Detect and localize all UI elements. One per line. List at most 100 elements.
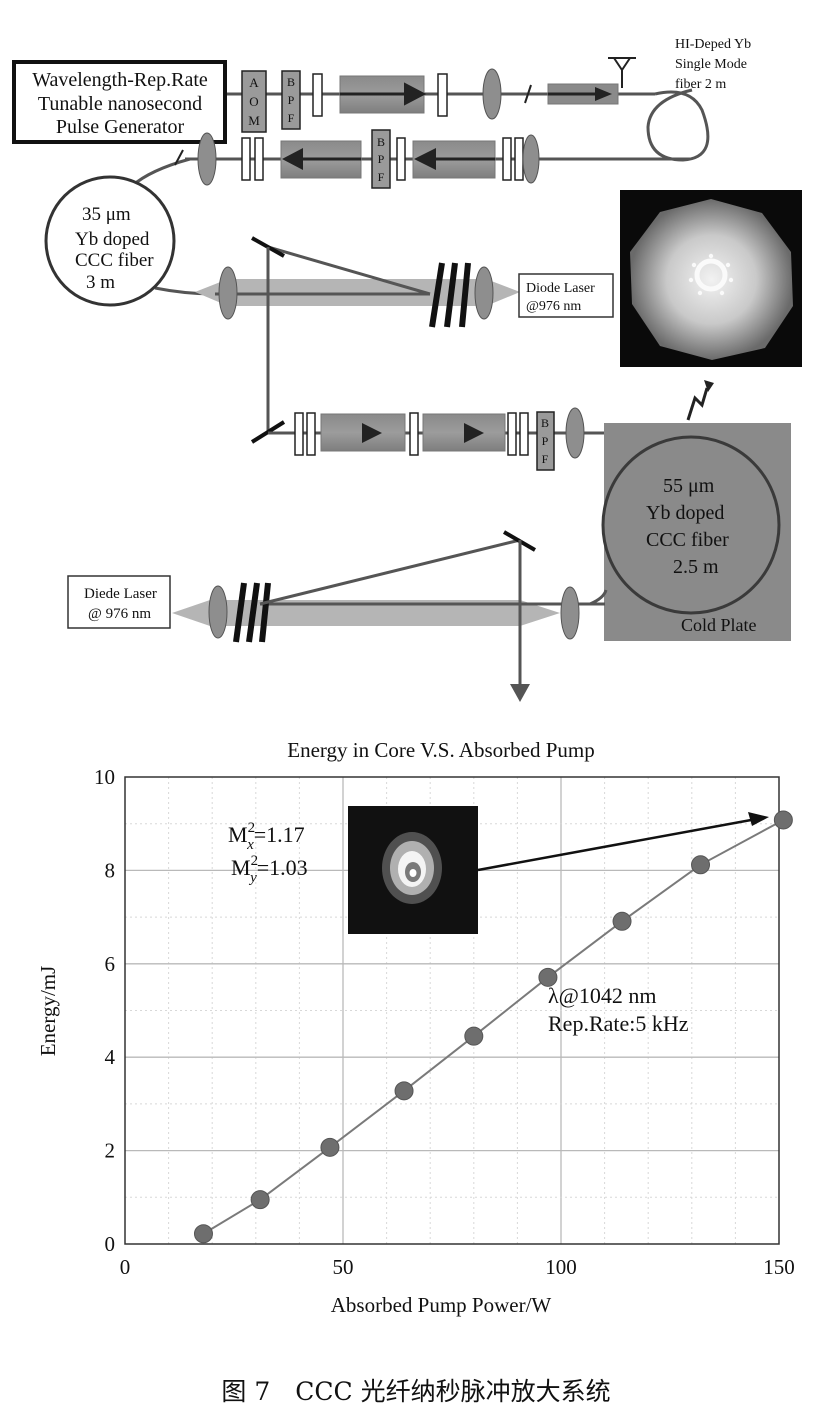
- bpf3-letter-3: F: [542, 452, 549, 466]
- aom-letter-2: O: [249, 94, 258, 109]
- aom-letter-3: M: [248, 113, 260, 128]
- y-tick-label: 6: [105, 952, 116, 976]
- cold-plate: [604, 423, 791, 641]
- dichroic-bottom: [233, 582, 271, 643]
- bpf-box-2: [371, 129, 391, 189]
- waveplate-3: [241, 137, 251, 181]
- figure-caption: 图 7 CCC 光纤纳秒脉冲放大系统: [221, 1377, 610, 1406]
- bpf2-letter-3: F: [378, 170, 385, 184]
- waveplate-8: [294, 412, 304, 456]
- fiber-end-2: [174, 149, 184, 166]
- lens-pump-top-1: [218, 266, 238, 320]
- lens-pump-top-2: [474, 266, 494, 320]
- y-tick-label: 8: [105, 858, 116, 882]
- data-point: [193, 1224, 213, 1244]
- waveplate-10: [409, 412, 419, 456]
- lens-row2-2: [522, 134, 540, 184]
- data-point: [464, 1026, 484, 1046]
- fiber-splice-symbol: [608, 57, 636, 88]
- bpf3-letter-1: B: [541, 416, 549, 430]
- arrow-left-1: [282, 148, 303, 170]
- generator-label-line-3: Pulse Generator: [56, 116, 185, 138]
- x-tick-label: 0: [120, 1255, 131, 1279]
- inset-pointer-arrow: [477, 816, 763, 872]
- rep-rate-annotation: Rep.Rate:5 kHz: [548, 1011, 689, 1036]
- generator-label-line-2: Tunable nanosecond: [38, 93, 202, 115]
- arrow-right-3: [362, 423, 382, 443]
- y-axis-label: Energy/mJ: [36, 966, 60, 1057]
- waveplate-6: [502, 137, 512, 181]
- data-point: [773, 810, 793, 830]
- pulse-generator-box: [12, 60, 227, 144]
- waveplate-9: [306, 412, 316, 456]
- pump-coupling-ray-top: [267, 245, 431, 296]
- sm-fiber-label-2: Single Mode: [675, 57, 747, 72]
- arrow-left-2: [414, 148, 436, 170]
- bpf2-letter-2: P: [378, 152, 385, 166]
- bpf3-letter-2: P: [542, 434, 549, 448]
- lens-top-1: [482, 68, 502, 120]
- series-energy: [193, 810, 793, 1244]
- arrow-right-4: [464, 423, 484, 443]
- diode-top-label-1: Diode Laser: [526, 281, 595, 296]
- output-arrow: [510, 684, 530, 702]
- waveplate-1: [312, 73, 323, 117]
- x-axis-label: Absorbed Pump Power/W: [331, 1293, 552, 1317]
- fiber-coil-55um: [601, 435, 781, 615]
- x-tick-label: 100: [545, 1255, 577, 1279]
- data-point: [250, 1190, 270, 1210]
- fiber55-label-1: 55 μm: [663, 475, 715, 497]
- optical-setup-diagram: Wavelength-Rep.Rate Tunable nanosecond P…: [12, 37, 802, 702]
- pump-coupling-ray-bottom: [259, 538, 521, 606]
- diode-top-label-2: @976 nm: [526, 299, 581, 314]
- cold-plate-label: Cold Plate: [681, 615, 757, 635]
- data-point: [691, 855, 711, 875]
- lens-pump-bottom-1: [208, 585, 228, 639]
- y-tick-label: 2: [105, 1139, 116, 1163]
- fiber35-label-3: CCC fiber: [75, 250, 154, 271]
- dichroic-top: [429, 262, 471, 328]
- waveplate-4: [254, 137, 264, 181]
- sm-fiber-label-1: HI-Deped Yb: [675, 37, 751, 52]
- fiber-coil-35um: [44, 175, 176, 307]
- output-squiggle: [686, 387, 709, 421]
- bpf-box-1: [281, 70, 301, 130]
- diode-bottom-label-1: Diede Laser: [84, 586, 157, 602]
- fiber35-label-1: 35 μm: [82, 204, 131, 225]
- bpf1-letter-1: B: [287, 75, 295, 89]
- bpf1-letter-2: P: [288, 93, 295, 107]
- y-tick-label: 0: [105, 1232, 116, 1256]
- generator-label-line-1: Wavelength-Rep.Rate: [32, 69, 208, 91]
- waveplate-2: [437, 73, 448, 117]
- x-tick-label: 50: [333, 1255, 354, 1279]
- diode-laser-bottom-box: [67, 575, 171, 629]
- chart-title: Energy in Core V.S. Absorbed Pump: [287, 738, 594, 762]
- waveplate-7: [514, 137, 524, 181]
- fiber55-label-4: 2.5 m: [673, 556, 719, 578]
- diode-bottom-label-2: @ 976 nm: [88, 606, 151, 622]
- aom-letter-1: A: [249, 75, 259, 90]
- lens-row3: [565, 407, 585, 459]
- lens-row2-1: [197, 132, 217, 186]
- bpf2-letter-1: B: [377, 135, 385, 149]
- waveplate-11: [507, 412, 517, 456]
- wavelength-annotation: λ@1042 nm: [548, 983, 657, 1008]
- arrow-right-2: [595, 87, 612, 101]
- fiber55-label-3: CCC fiber: [646, 529, 729, 551]
- data-point: [394, 1081, 414, 1101]
- y-tick-label: 4: [105, 1045, 116, 1069]
- fiber-end-1: [524, 84, 532, 104]
- bpf-box-3: [536, 411, 555, 471]
- fiber55-label-2: Yb doped: [646, 502, 724, 524]
- x-tick-label: 150: [763, 1255, 795, 1279]
- lens-pump-bottom-2: [560, 586, 580, 640]
- data-point: [320, 1137, 340, 1157]
- waveplate-5: [396, 137, 406, 181]
- tick-labels: 0 50 100 150 0 2 4 6 8 10: [94, 765, 795, 1279]
- data-point: [612, 911, 632, 931]
- y-tick-label: 10: [94, 765, 115, 789]
